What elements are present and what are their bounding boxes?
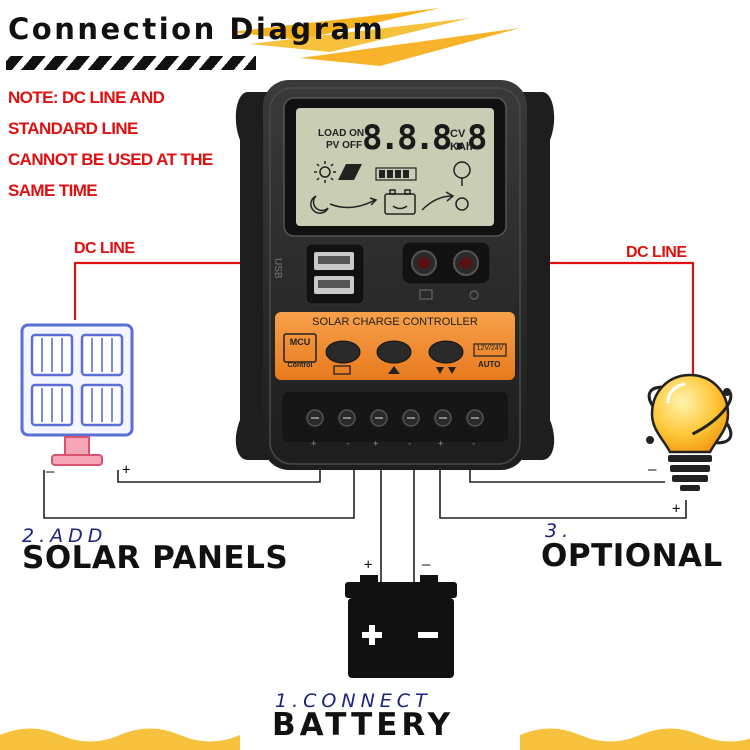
moon-icon xyxy=(310,195,378,214)
header-swoosh xyxy=(230,8,520,66)
note-line-4: SAME TIME xyxy=(8,181,98,200)
step-1-label: BATTERY xyxy=(272,707,455,743)
lcd-unit-kah: KAh xyxy=(450,141,473,153)
svg-text:-: - xyxy=(345,439,350,449)
solar-panel-icon xyxy=(20,323,134,466)
dc-line-right-label: DC LINE xyxy=(626,244,687,261)
mcu-sub-label: Control xyxy=(287,362,313,369)
battery-icon xyxy=(345,575,457,678)
step-2-number: 2.ADD xyxy=(22,525,108,547)
lcd-battery-face-icon xyxy=(384,189,416,215)
lcd-panel-icon xyxy=(338,164,362,180)
button-1 xyxy=(325,340,361,364)
load-plus-mark: + xyxy=(672,501,681,517)
lcd-units: CV KAh xyxy=(450,128,473,154)
lcd-load-on: LOAD ON xyxy=(318,128,365,139)
button-3 xyxy=(428,340,464,364)
lcd-unit-v: CV xyxy=(450,128,466,140)
dc-line-left-label: DC LINE xyxy=(74,240,135,257)
panel-plus-mark: + xyxy=(122,462,131,478)
lcd-pv-off: PV OFF xyxy=(326,140,363,151)
svg-text:-: - xyxy=(407,439,412,449)
step-2-label: SOLAR PANELS xyxy=(22,540,289,576)
battery-plus-mark: + xyxy=(364,557,373,573)
svg-text:+: + xyxy=(373,439,379,449)
lcd-status-labels: LOAD ON PV OFF xyxy=(318,128,364,152)
voltage-label: 12V/24V xyxy=(476,345,504,352)
wires xyxy=(43,455,687,590)
page-title: Connection Diagram xyxy=(8,12,386,46)
load-minus-mark: – xyxy=(648,462,657,478)
button-2 xyxy=(376,340,412,364)
step-3-label: OPTIONAL xyxy=(541,538,723,574)
step-3-number: 3. xyxy=(545,520,574,542)
wire-load-plus xyxy=(439,455,687,519)
sun-icon xyxy=(314,161,336,183)
usb-label: USB xyxy=(272,258,283,279)
controller-panel-title: SOLAR CHARGE CONTROLLER xyxy=(312,316,478,328)
title-stripe-bar xyxy=(6,56,256,70)
step-1-number: 1.CONNECT xyxy=(275,690,432,712)
dc-jack-pair xyxy=(401,241,491,285)
lcd-battery-level-icon xyxy=(375,167,417,181)
solar-charge-controller: + - + - + - xyxy=(235,80,555,470)
lcd-load-arrow-icon xyxy=(421,191,469,211)
mcu-label: MCU xyxy=(289,337,311,347)
svg-text:-: - xyxy=(471,439,476,449)
note-line-3: CANNOT BE USED AT THE xyxy=(8,150,213,169)
note-line-1: NOTE: DC LINE AND xyxy=(8,88,165,107)
lcd-digits: 8.8.8.8 xyxy=(362,118,487,158)
svg-text:+: + xyxy=(311,439,317,449)
usb-port-icon xyxy=(305,243,365,305)
svg-text:+: + xyxy=(438,439,444,449)
lightbulb-lcd-icon xyxy=(453,161,471,186)
light-bulb-icon xyxy=(646,373,733,491)
battery-minus-mark: – xyxy=(422,557,431,573)
panel-minus-mark: – xyxy=(46,464,55,480)
wire-panel-minus xyxy=(43,455,355,519)
note-line-2: STANDARD LINE xyxy=(8,119,138,138)
auto-label: AUTO xyxy=(478,360,501,369)
